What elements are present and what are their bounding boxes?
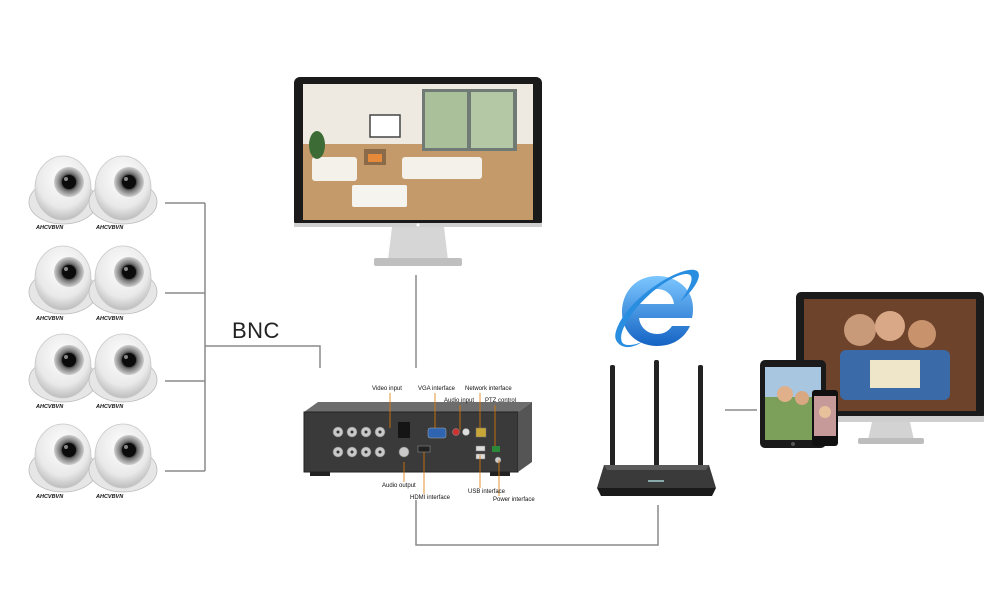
camera-brand-label: AHCVBVN <box>36 494 64 500</box>
callout-audio-output: Audio output <box>382 483 416 489</box>
router-icon <box>597 360 716 496</box>
camera-brand-label: AHCVBVN <box>96 494 124 500</box>
camera-brand-label: AHCVBVN <box>36 316 64 322</box>
camera-brand-label: AHCVBVN <box>36 225 64 231</box>
callout-ptz-control: PTZ control <box>485 398 517 404</box>
callout-video-input: Video input <box>372 386 402 392</box>
dvr-icon <box>303 402 532 476</box>
client-devices <box>760 292 984 448</box>
tablet-icon <box>760 360 826 448</box>
bnc-label: BNC <box>232 318 280 343</box>
camera-brand-label: AHCVBVN <box>36 404 64 410</box>
camera-brand-label: AHCVBVN <box>96 225 124 231</box>
camera-brand-label: AHCVBVN <box>96 316 124 322</box>
callout-usb-interface: USB interface <box>468 489 506 495</box>
callout-audio-input: Audio input <box>444 398 475 404</box>
camera-brand-label: AHCVBVN <box>96 404 124 410</box>
callout-hdmi-interface: HDMI interface <box>410 495 451 501</box>
internet-explorer-icon <box>615 269 699 348</box>
callout-power-interface: Power interface <box>493 497 535 503</box>
monitor-icon <box>294 77 542 266</box>
callout-network-interface: Network interface <box>465 386 512 392</box>
phone-icon <box>812 390 838 446</box>
callout-vga-interface: VGA interface <box>418 386 456 392</box>
